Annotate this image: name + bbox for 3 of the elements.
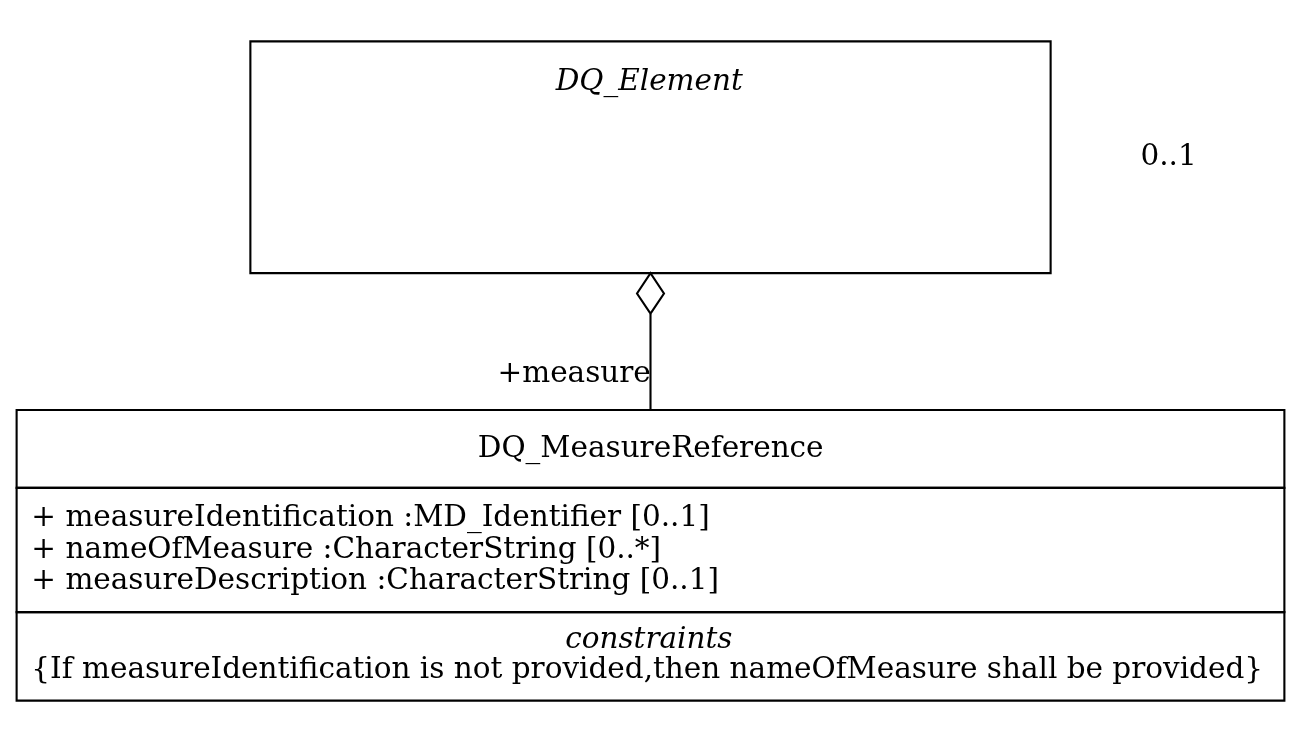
node-box: DQ_Element	[249, 39, 1052, 274]
connector	[635, 270, 666, 409]
label: 0..1	[1140, 137, 1197, 172]
